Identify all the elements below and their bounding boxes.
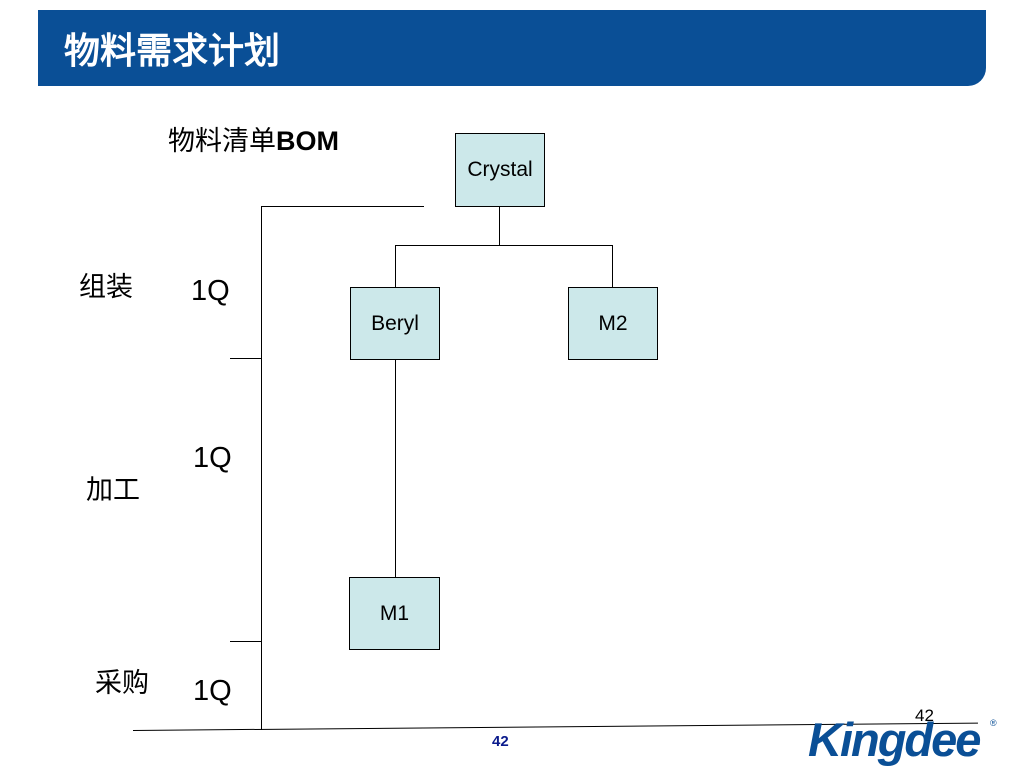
kingdee-logo: Kingdee [808, 713, 981, 766]
bom-subtitle-en: BOM [276, 126, 339, 156]
stage-top-tick [261, 206, 424, 207]
connector-to-beryl [395, 245, 396, 287]
connector-to-m2 [612, 245, 613, 287]
stage-divider-assembly [230, 358, 262, 359]
stage-divider-processing [230, 641, 262, 642]
bom-node-m2: M2 [568, 287, 658, 360]
slide-number: 42 [915, 706, 934, 725]
bom-node-beryl: Beryl [350, 287, 440, 360]
connector-crossbar [395, 245, 613, 246]
stage-label-purchasing: 采购 [95, 668, 149, 699]
stage-label-processing: 加工 [86, 475, 140, 506]
stage-qty-purchasing: 1Q [193, 675, 232, 707]
registered-mark-icon: ® [990, 718, 997, 728]
stage-label-assembly: 组装 [79, 272, 133, 303]
page-number: 42 [492, 733, 509, 750]
connector-crystal-stem [499, 206, 500, 246]
bom-subtitle: 物料清单BOM [168, 119, 339, 158]
slide-title: 物料需求计划 [64, 31, 281, 72]
bom-node-m1: M1 [349, 577, 440, 650]
connector-beryl-m1 [395, 359, 396, 578]
stage-qty-assembly: 1Q [191, 275, 230, 307]
bom-subtitle-cn: 物料清单 [168, 126, 276, 157]
bom-node-crystal: Crystal [455, 133, 545, 207]
title-bar: 物料需求计划 [38, 10, 986, 86]
stage-axis-vertical [261, 206, 262, 730]
stage-qty-processing: 1Q [193, 442, 232, 474]
